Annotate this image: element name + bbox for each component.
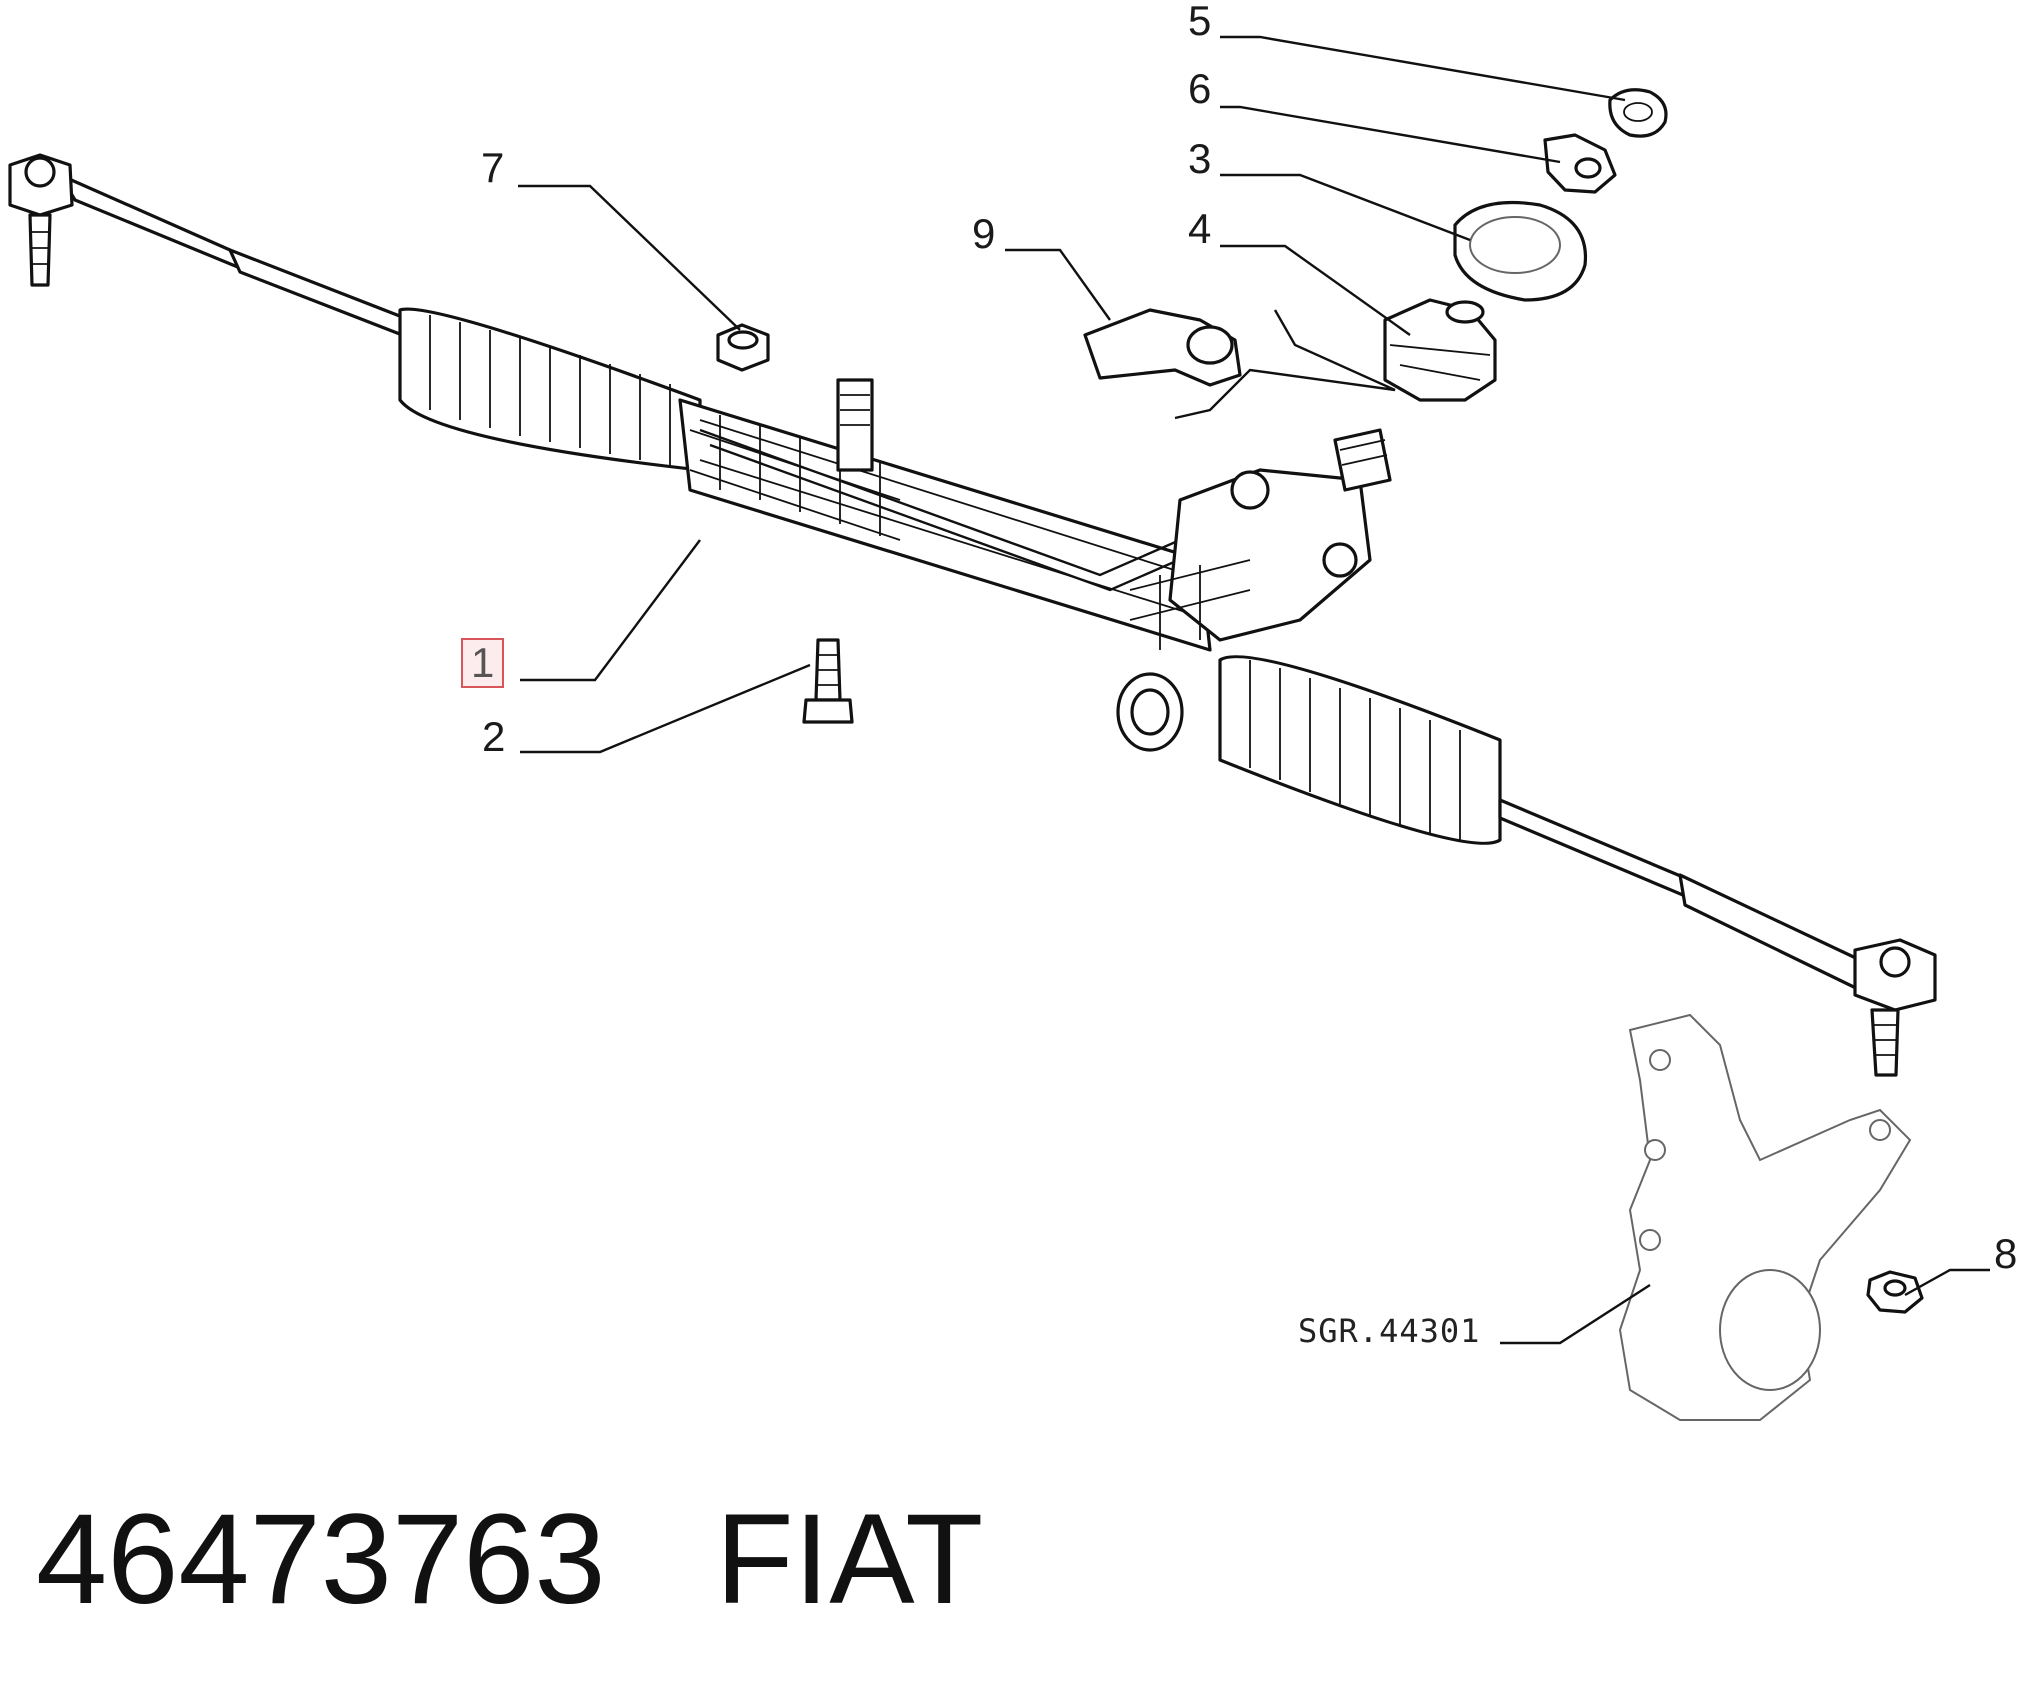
callout-9: 9 [972,210,996,257]
steering-knuckle [1618,1013,1912,1421]
callout-1[interactable]: 1 [461,638,505,688]
part-number: 46473763 [36,1488,606,1631]
bracket-part-9 [1083,308,1242,387]
washer-part-6 [1543,133,1617,194]
steering-rack-assembly [8,153,1937,1077]
ring-part-3 [1453,200,1588,302]
callout-8: 8 [1994,1230,2018,1277]
callout-6: 6 [1188,65,1212,112]
callout-4: 4 [1188,205,1212,252]
clip-part-5 [1608,88,1668,138]
mount-part-4 [1383,298,1497,402]
nut-part-8 [1866,1270,1924,1314]
leader-lines [518,35,1990,1345]
brand-name: FIAT [715,1488,984,1631]
screw-part-2 [802,638,854,724]
footer: 46473763 FIAT [36,1490,983,1630]
callout-3: 3 [1188,135,1212,182]
callout-5: 5 [1188,0,1212,44]
callout-2: 2 [482,713,506,760]
nut-part-7 [716,323,770,372]
knuckle-reference-label: SGR.44301 [1298,1312,1481,1350]
callout-7: 7 [481,144,505,191]
